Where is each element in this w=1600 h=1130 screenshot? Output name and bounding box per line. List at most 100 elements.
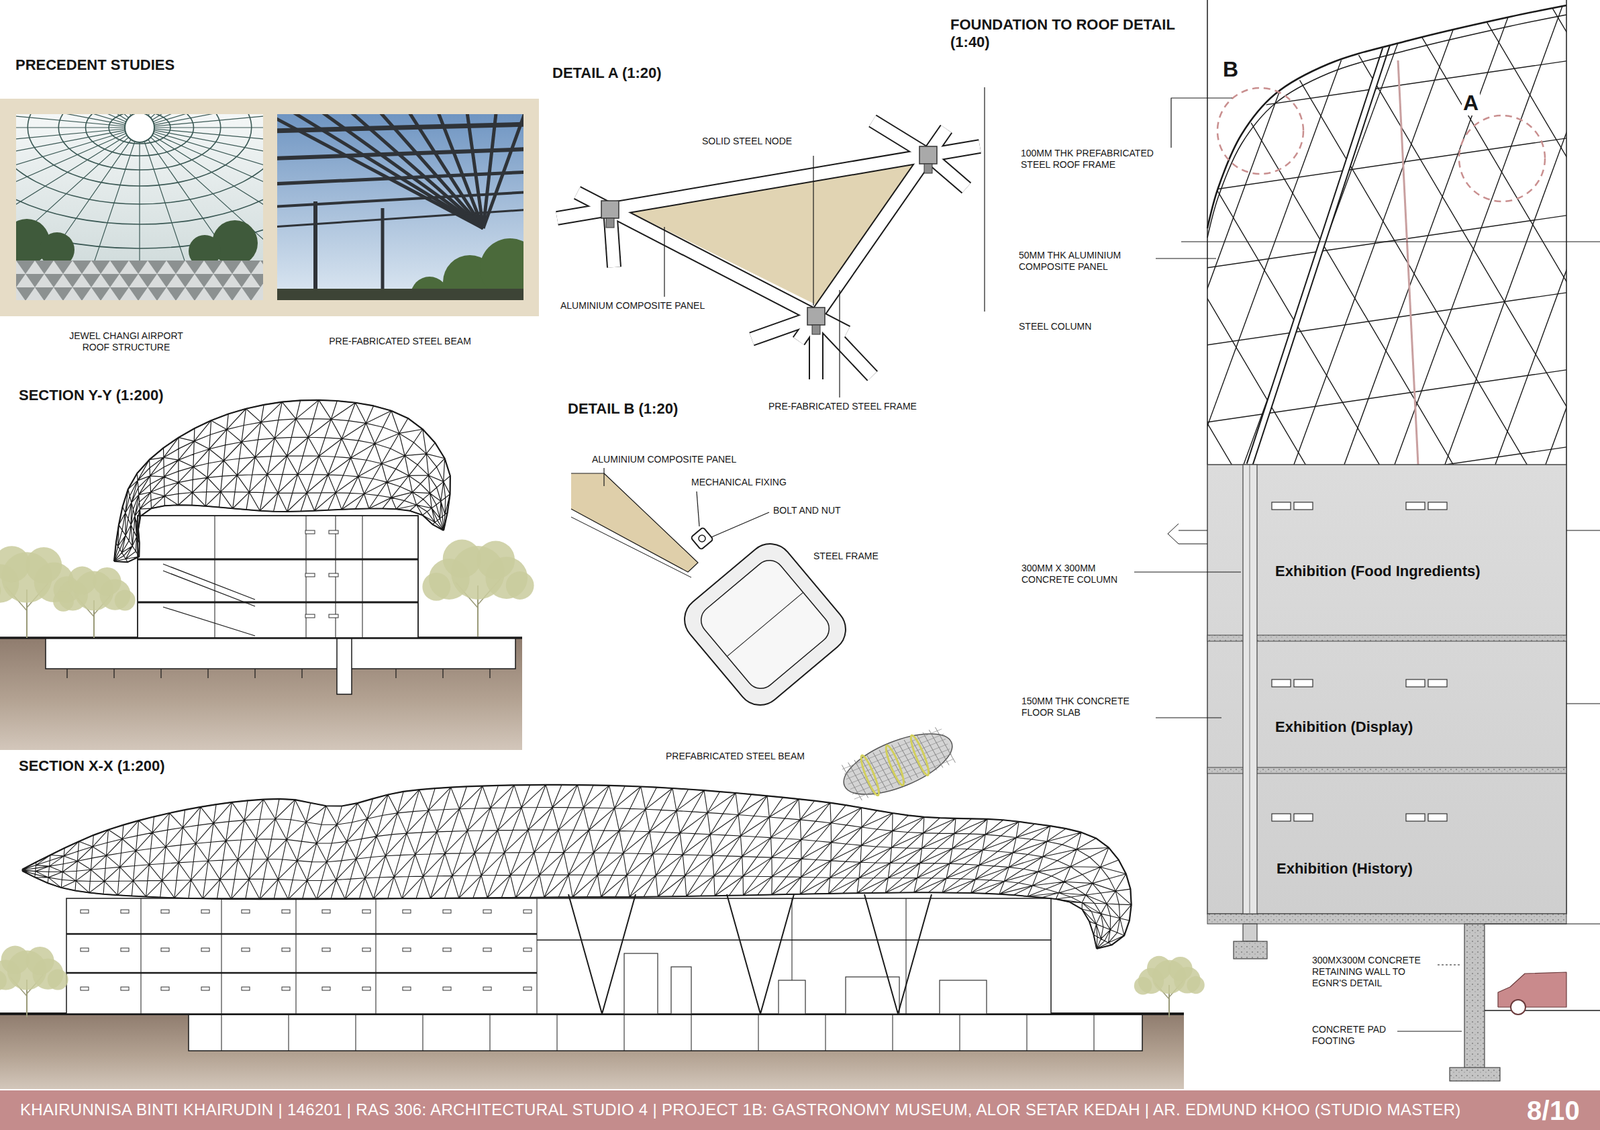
window <box>442 947 452 952</box>
window <box>402 909 411 913</box>
pile <box>254 668 256 678</box>
steel-beam <box>810 316 823 380</box>
leader-line <box>812 155 814 306</box>
window <box>483 947 492 952</box>
window <box>1406 679 1425 687</box>
callout-label: ALUMINIUM COMPOSITE PANEL <box>559 300 707 312</box>
title-block-band: KHAIRUNNISA BINTI KHAIRUDIN | 146201 | R… <box>0 1089 1600 1130</box>
pad-footing <box>1233 940 1268 959</box>
window <box>483 909 492 913</box>
steel-beam-edge <box>808 316 824 380</box>
floor-slab <box>1207 767 1567 774</box>
window <box>442 909 452 913</box>
tree-canopy <box>1146 955 1172 980</box>
room-band: Exhibition (Display) <box>1261 640 1567 768</box>
floor-tile <box>251 273 264 288</box>
window <box>1271 502 1291 510</box>
basement-column <box>691 1013 692 1051</box>
window <box>80 986 89 990</box>
tree-canopy <box>422 572 451 601</box>
window <box>328 573 339 577</box>
floor-tile <box>213 273 233 288</box>
photo-column <box>313 201 318 300</box>
canopy-rib <box>149 114 264 124</box>
glazing <box>778 979 806 1014</box>
tree-symbol <box>1134 955 1205 1017</box>
callout-letter: A <box>1461 89 1480 116</box>
window <box>241 909 250 913</box>
window <box>281 947 290 952</box>
basement-column <box>624 1013 625 1051</box>
floor-tile <box>204 287 223 300</box>
window <box>1428 813 1447 821</box>
frame-member <box>1201 137 1571 192</box>
callout-label: PRE-FABRICATED STEEL FRAME <box>767 400 919 413</box>
frame-member <box>1469 0 1600 470</box>
canopy-rib <box>16 126 127 128</box>
roof-lattice <box>114 400 451 562</box>
steel-frame-inner <box>695 554 836 695</box>
stair <box>163 606 256 636</box>
border-line <box>983 87 985 312</box>
callout-label: 150MM THK CONCRETE FLOOR SLAB <box>1020 695 1152 719</box>
prefabricated-beam-sketch <box>836 720 961 807</box>
partition <box>221 897 223 1014</box>
page-number: 8/10 <box>1526 1093 1580 1127</box>
steel-column <box>1249 41 1388 465</box>
room-band: Exhibition (History) <box>1261 773 1567 914</box>
pile <box>160 668 162 678</box>
photo-beam <box>406 114 484 229</box>
leader-line <box>838 289 840 398</box>
photo-beam <box>277 148 524 159</box>
steel-beam <box>577 192 847 333</box>
canopy-rib <box>34 133 135 279</box>
leader-line <box>696 491 700 527</box>
roof-outline <box>22 870 1097 949</box>
basement-column <box>1093 1013 1095 1051</box>
steel-node-stem <box>606 218 615 228</box>
frame-member <box>1090 0 1266 470</box>
window <box>1293 679 1313 687</box>
steel-beam-edge <box>577 192 847 333</box>
tree-column <box>864 893 932 1014</box>
frame-member <box>687 0 863 470</box>
window <box>120 909 129 913</box>
footing-stem <box>1242 923 1258 941</box>
steel-node <box>807 307 825 325</box>
floor-tile <box>166 260 186 274</box>
window <box>402 947 411 952</box>
floor-tile <box>72 287 92 300</box>
section-title: SECTION X-X (1:200) <box>17 757 167 775</box>
basement-column <box>1026 1013 1028 1051</box>
section-x-x <box>0 784 1205 1089</box>
window <box>305 530 315 534</box>
canopy-rib <box>16 131 130 231</box>
basement-column <box>959 1013 961 1051</box>
photo-jewel-changi <box>16 114 264 300</box>
window <box>362 909 371 913</box>
floor-tile <box>72 260 92 274</box>
window <box>322 909 331 913</box>
break-line <box>1178 530 1208 531</box>
precedent-panel <box>0 98 539 317</box>
tree-column <box>568 893 636 1014</box>
canopy-rib <box>16 129 127 183</box>
detail-title: DETAIL B (1:20) <box>566 400 680 418</box>
frame-member <box>1201 0 1571 37</box>
node-text: KHAIRUNNISA BINTI KHAIRUDIN | 146201 | R… <box>20 1100 1462 1120</box>
window <box>328 530 339 534</box>
photo-beam <box>277 124 524 131</box>
leader-line <box>1171 97 1233 155</box>
tree-canopy <box>442 539 482 578</box>
floor-tile <box>175 273 195 288</box>
detail-b <box>571 467 960 807</box>
beam-band <box>858 753 882 797</box>
window <box>161 947 170 952</box>
floor-tile <box>81 273 101 288</box>
glazing <box>671 966 692 1014</box>
partition <box>906 897 907 1014</box>
basement-column <box>758 1013 760 1051</box>
leader-line <box>1155 257 1217 259</box>
window <box>322 986 331 990</box>
callout-label: 100MM THK PREFABRICATED STEEL ROOF FRAME <box>1019 147 1178 171</box>
